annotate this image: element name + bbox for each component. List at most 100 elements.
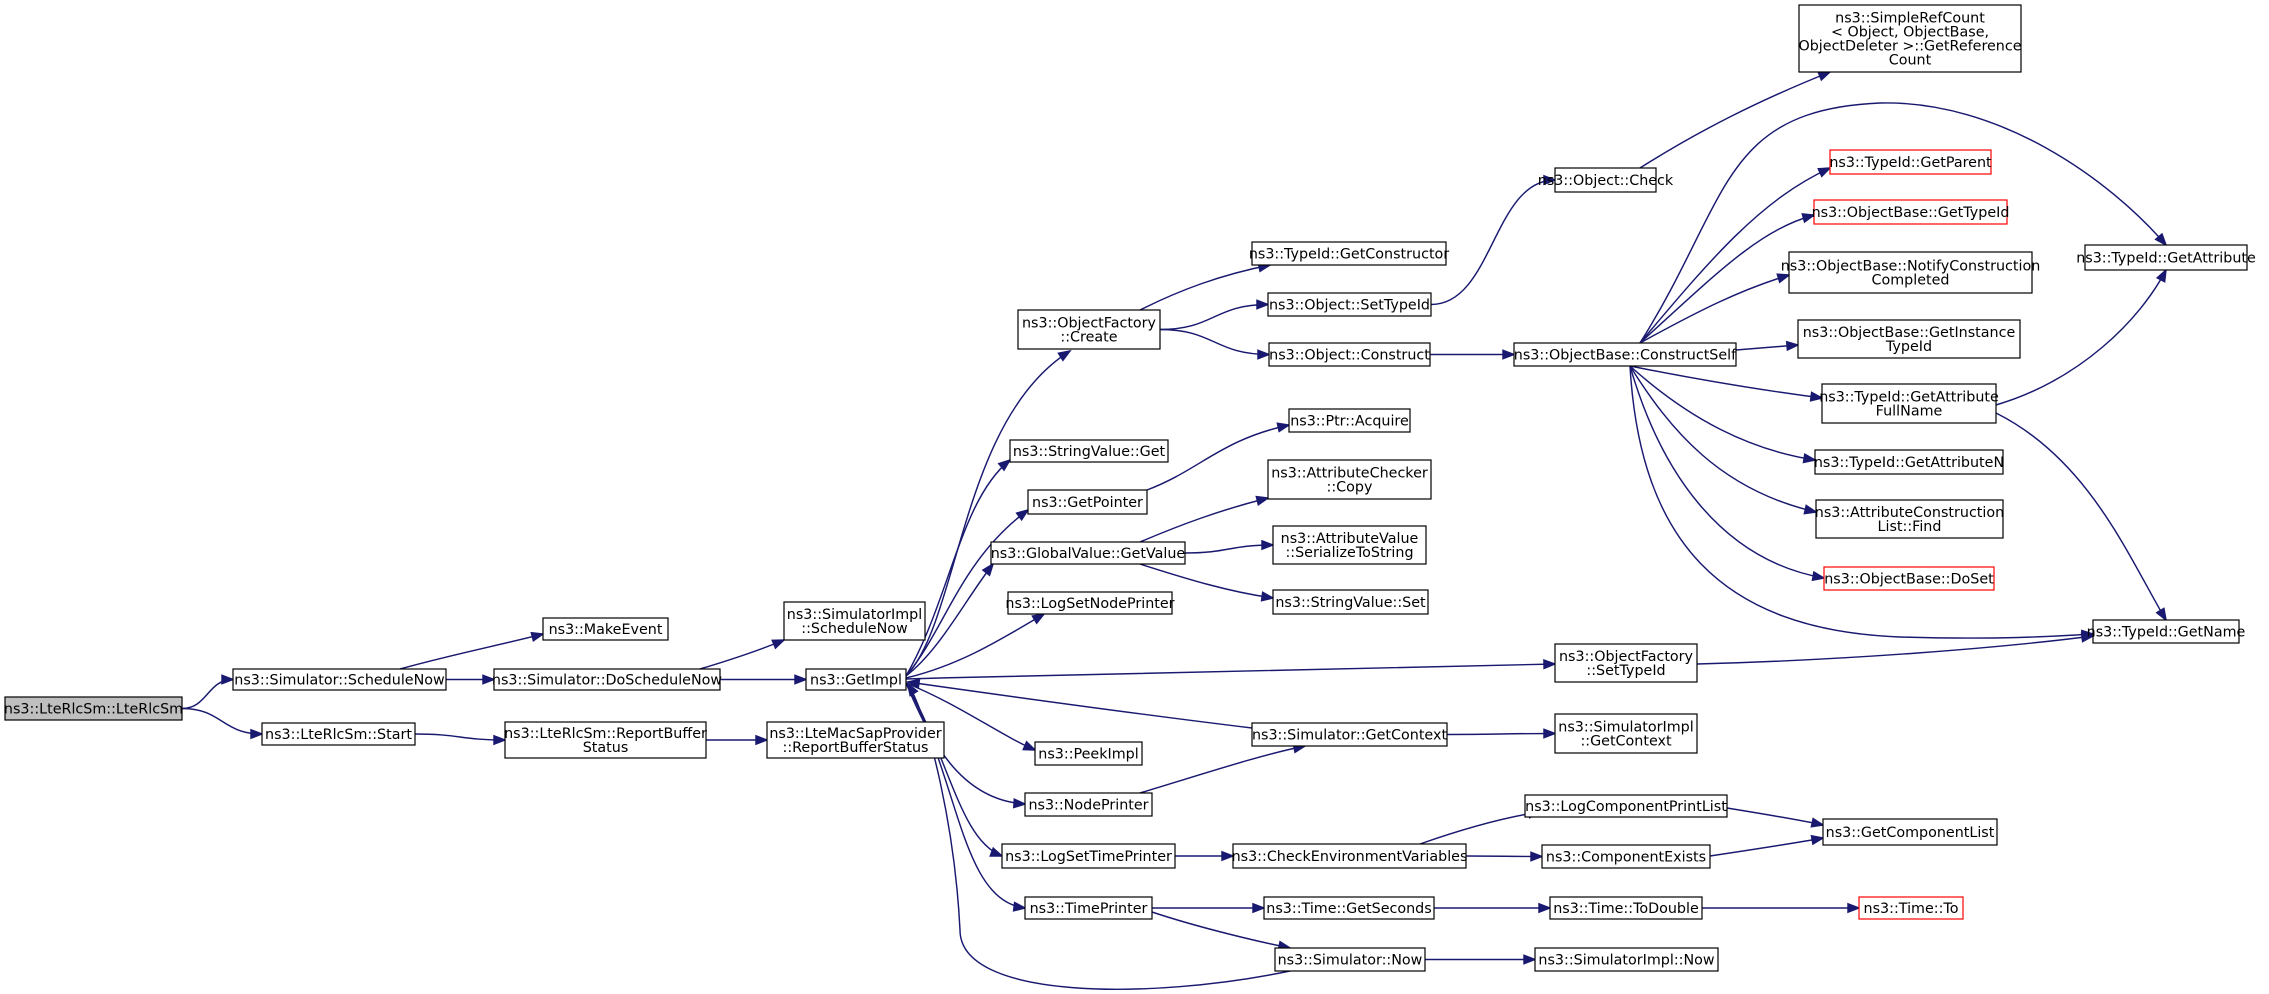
node-makeevent[interactable]: ns3::MakeEvent — [542, 617, 669, 641]
node-box-root[interactable] — [4, 696, 183, 721]
node-box-typeid_getparent[interactable] — [1829, 149, 1992, 175]
node-logcompprintlist[interactable]: ns3::LogComponentPrintList — [1524, 794, 1728, 818]
node-box-globalvalue_getvalue[interactable] — [990, 541, 1186, 565]
node-box-object_construct[interactable] — [1268, 342, 1431, 367]
node-getcomponentlist[interactable]: ns3::GetComponentList — [1822, 818, 1998, 846]
node-timeprinter[interactable]: ns3::TimePrinter — [1024, 896, 1153, 920]
node-componentexists[interactable]: ns3::ComponentExists — [1541, 844, 1711, 869]
node-time_getseconds[interactable]: ns3::Time::GetSeconds — [1263, 896, 1435, 920]
node-box-attrchecker_copy[interactable] — [1267, 459, 1432, 500]
node-sim_schednow[interactable]: ns3::Simulator::ScheduleNow — [232, 668, 447, 691]
node-objbase_gettypeid[interactable]: ns3::ObjectBase::GetTypeId — [1812, 199, 2010, 225]
node-simimpl_getcontext[interactable]: ns3::SimulatorImpl::GetContext — [1554, 713, 1698, 754]
node-box-reportbuf[interactable] — [504, 721, 707, 759]
node-object_settypeid[interactable]: ns3::Object::SetTypeId — [1267, 292, 1432, 317]
node-sim_getcontext[interactable]: ns3::Simulator::GetContext — [1251, 722, 1448, 747]
node-checkenv[interactable]: ns3::CheckEnvironmentVariables — [1232, 843, 1468, 869]
node-box-componentexists[interactable] — [1541, 844, 1711, 869]
node-box-time_to[interactable] — [1858, 896, 1964, 920]
node-simplerefcount[interactable]: ns3::SimpleRefCount< Object, ObjectBase,… — [1798, 4, 2022, 73]
node-typeid_getname[interactable]: ns3::TypeId::GetName — [2087, 619, 2246, 644]
node-box-typeid_getconstructor[interactable] — [1251, 241, 1447, 266]
node-box-simimpl_now[interactable] — [1534, 947, 1719, 972]
node-box-ltemac[interactable] — [766, 721, 945, 759]
node-box-simimpl_getcontext[interactable] — [1554, 713, 1698, 754]
node-time_to[interactable]: ns3::Time::To — [1858, 896, 1964, 920]
node-logsetnodeprinter[interactable]: ns3::LogSetNodePrinter — [1005, 591, 1175, 615]
node-box-stringvalue_set[interactable] — [1272, 589, 1429, 615]
node-box-objfactory_settypeid[interactable] — [1554, 643, 1698, 683]
node-logsettimeprinter[interactable]: ns3::LogSetTimePrinter — [1001, 843, 1176, 869]
node-box-start[interactable] — [261, 722, 416, 746]
node-box-getimpl[interactable] — [805, 668, 907, 691]
node-typeid_getattribute[interactable]: ns3::TypeId::GetAttribute — [2076, 244, 2256, 271]
node-globalvalue_getvalue[interactable]: ns3::GlobalValue::GetValue — [990, 541, 1186, 565]
node-object_construct[interactable]: ns3::Object::Construct — [1268, 342, 1431, 367]
node-box-sim_getcontext[interactable] — [1251, 722, 1448, 747]
node-box-attrvalue_serialize[interactable] — [1272, 525, 1427, 565]
node-box-attrconstruction_find[interactable] — [1815, 499, 2004, 539]
node-objfactory_settypeid[interactable]: ns3::ObjectFactory::SetTypeId — [1554, 643, 1698, 683]
node-box-simplerefcount[interactable] — [1798, 4, 2022, 73]
node-sim_now[interactable]: ns3::Simulator::Now — [1274, 947, 1426, 972]
node-object_check[interactable]: ns3::Object::Check — [1538, 167, 1674, 193]
node-box-typeid_getattrn[interactable] — [1814, 449, 2004, 475]
node-attrvalue_serialize[interactable]: ns3::AttributeValue::SerializeToString — [1272, 525, 1427, 565]
node-box-sim_now[interactable] — [1274, 947, 1426, 972]
node-box-timeprinter[interactable] — [1024, 896, 1153, 920]
node-box-nodeprinter[interactable] — [1024, 792, 1153, 817]
node-stringvalue_get[interactable]: ns3::StringValue::Get — [1009, 439, 1169, 463]
node-box-logcompprintlist[interactable] — [1524, 794, 1728, 818]
node-box-doschednow[interactable] — [493, 668, 721, 691]
node-ltemac[interactable]: ns3::LteMacSapProvider::ReportBufferStat… — [766, 721, 945, 759]
node-box-ptr_acquire[interactable] — [1288, 408, 1411, 433]
node-objbase_constructself[interactable]: ns3::ObjectBase::ConstructSelf — [1513, 342, 1737, 367]
node-box-makeevent[interactable] — [542, 617, 669, 641]
node-attrchecker_copy[interactable]: ns3::AttributeChecker::Copy — [1267, 459, 1432, 500]
node-box-object_check[interactable] — [1554, 167, 1657, 193]
node-box-typeid_getattribute[interactable] — [2084, 244, 2248, 271]
node-objfactory_create[interactable]: ns3::ObjectFactory::Create — [1017, 309, 1161, 350]
node-box-getcomponentlist[interactable] — [1822, 818, 1998, 846]
node-nodeprinter[interactable]: ns3::NodePrinter — [1024, 792, 1153, 817]
node-box-getpointer[interactable] — [1027, 489, 1148, 515]
node-simimpl_schednow[interactable]: ns3::SimulatorImpl::ScheduleNow — [783, 601, 926, 641]
node-box-objbase_gettypeid[interactable] — [1813, 199, 2008, 225]
node-box-object_settypeid[interactable] — [1267, 292, 1432, 317]
node-box-time_getseconds[interactable] — [1263, 896, 1435, 920]
node-box-stringvalue_get[interactable] — [1009, 439, 1169, 463]
node-root[interactable]: ns3::LteRlcSm::LteRlcSm — [4, 696, 183, 721]
node-box-simimpl_schednow[interactable] — [783, 601, 926, 641]
node-box-sim_schednow[interactable] — [232, 668, 447, 691]
node-getpointer[interactable]: ns3::GetPointer — [1027, 489, 1148, 515]
node-box-logsettimeprinter[interactable] — [1001, 843, 1176, 869]
node-box-typeid_getname[interactable] — [2092, 619, 2240, 644]
node-box-typeid_getattrfullname[interactable] — [1821, 383, 1997, 424]
node-typeid_getattrn[interactable]: ns3::TypeId::GetAttributeN — [1814, 449, 2004, 475]
node-objbase_notify[interactable]: ns3::ObjectBase::NotifyConstructionCompl… — [1781, 251, 2041, 294]
node-box-checkenv[interactable] — [1232, 843, 1467, 869]
node-box-objbase_notify[interactable] — [1788, 251, 2033, 294]
node-doschednow[interactable]: ns3::Simulator::DoScheduleNow — [492, 668, 723, 691]
node-stringvalue_set[interactable]: ns3::StringValue::Set — [1272, 589, 1429, 615]
node-time_todouble[interactable]: ns3::Time::ToDouble — [1549, 896, 1703, 920]
node-box-objbase_getinstance[interactable] — [1797, 319, 2021, 359]
node-box-peekimpl[interactable] — [1034, 741, 1143, 766]
node-box-time_todouble[interactable] — [1549, 896, 1703, 920]
node-box-logsetnodeprinter[interactable] — [1007, 591, 1173, 615]
node-ptr_acquire[interactable]: ns3::Ptr::Acquire — [1288, 408, 1411, 433]
node-peekimpl[interactable]: ns3::PeekImpl — [1034, 741, 1143, 766]
node-objbase_doset[interactable]: ns3::ObjectBase::DoSet — [1823, 566, 1995, 591]
node-box-objbase_doset[interactable] — [1823, 566, 1995, 591]
node-getimpl[interactable]: ns3::GetImpl — [805, 668, 907, 691]
node-simimpl_now[interactable]: ns3::SimulatorImpl::Now — [1534, 947, 1719, 972]
node-start[interactable]: ns3::LteRlcSm::Start — [261, 722, 416, 746]
node-typeid_getparent[interactable]: ns3::TypeId::GetParent — [1829, 149, 1992, 175]
node-box-objbase_constructself[interactable] — [1513, 342, 1737, 367]
node-reportbuf[interactable]: ns3::LteRlcSm::ReportBufferStatus — [504, 721, 707, 759]
node-box-objfactory_create[interactable] — [1017, 309, 1161, 350]
node-typeid_getconstructor[interactable]: ns3::TypeId::GetConstructor — [1249, 241, 1449, 266]
